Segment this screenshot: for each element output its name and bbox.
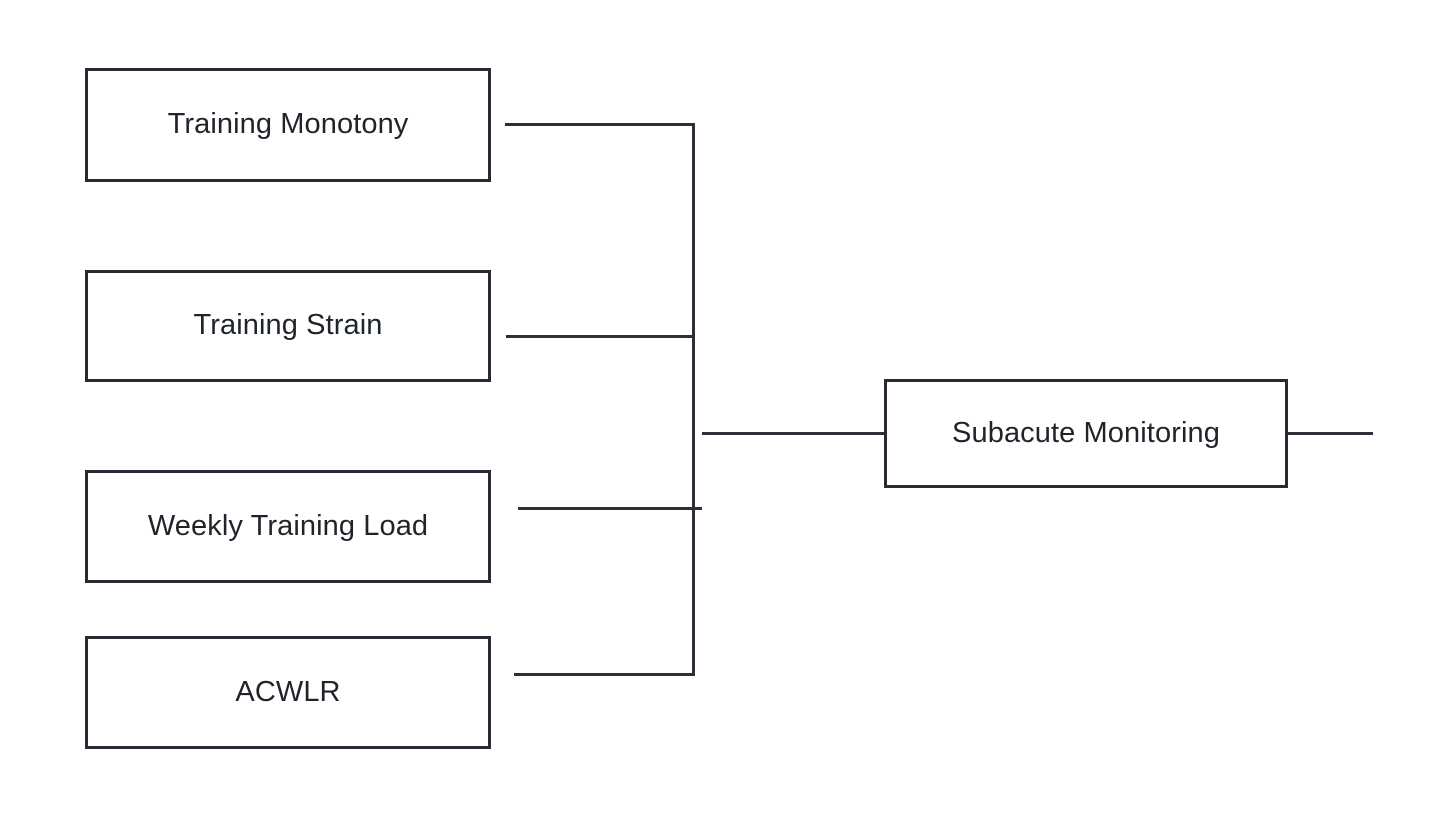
- node-weekly-training-load-label: Weekly Training Load: [147, 509, 429, 542]
- edge-training-strain-to-spine: [506, 335, 695, 338]
- edge-vertical-spine: [692, 123, 695, 676]
- node-training-strain-label: Training Strain: [193, 309, 383, 342]
- edge-training-monotony-to-spine: [505, 123, 695, 126]
- node-training-monotony[interactable]: Training Monotony: [85, 68, 491, 182]
- edge-weekly-training-load-to-spine: [518, 507, 702, 510]
- node-acwlr-label: ACWLR: [235, 675, 341, 708]
- node-acwlr[interactable]: ACWLR: [85, 636, 491, 749]
- node-subacute-monitoring-label: Subacute Monitoring: [952, 416, 1220, 449]
- edge-acwlr-to-spine: [514, 673, 695, 676]
- edge-subacute-monitoring-outgoing: [1288, 432, 1373, 435]
- node-training-strain[interactable]: Training Strain: [85, 270, 491, 382]
- node-training-monotony-label: Training Monotony: [167, 108, 409, 141]
- edge-spine-to-subacute-monitoring: [702, 432, 886, 435]
- node-subacute-monitoring[interactable]: Subacute Monitoring: [884, 379, 1288, 488]
- node-weekly-training-load[interactable]: Weekly Training Load: [85, 470, 491, 583]
